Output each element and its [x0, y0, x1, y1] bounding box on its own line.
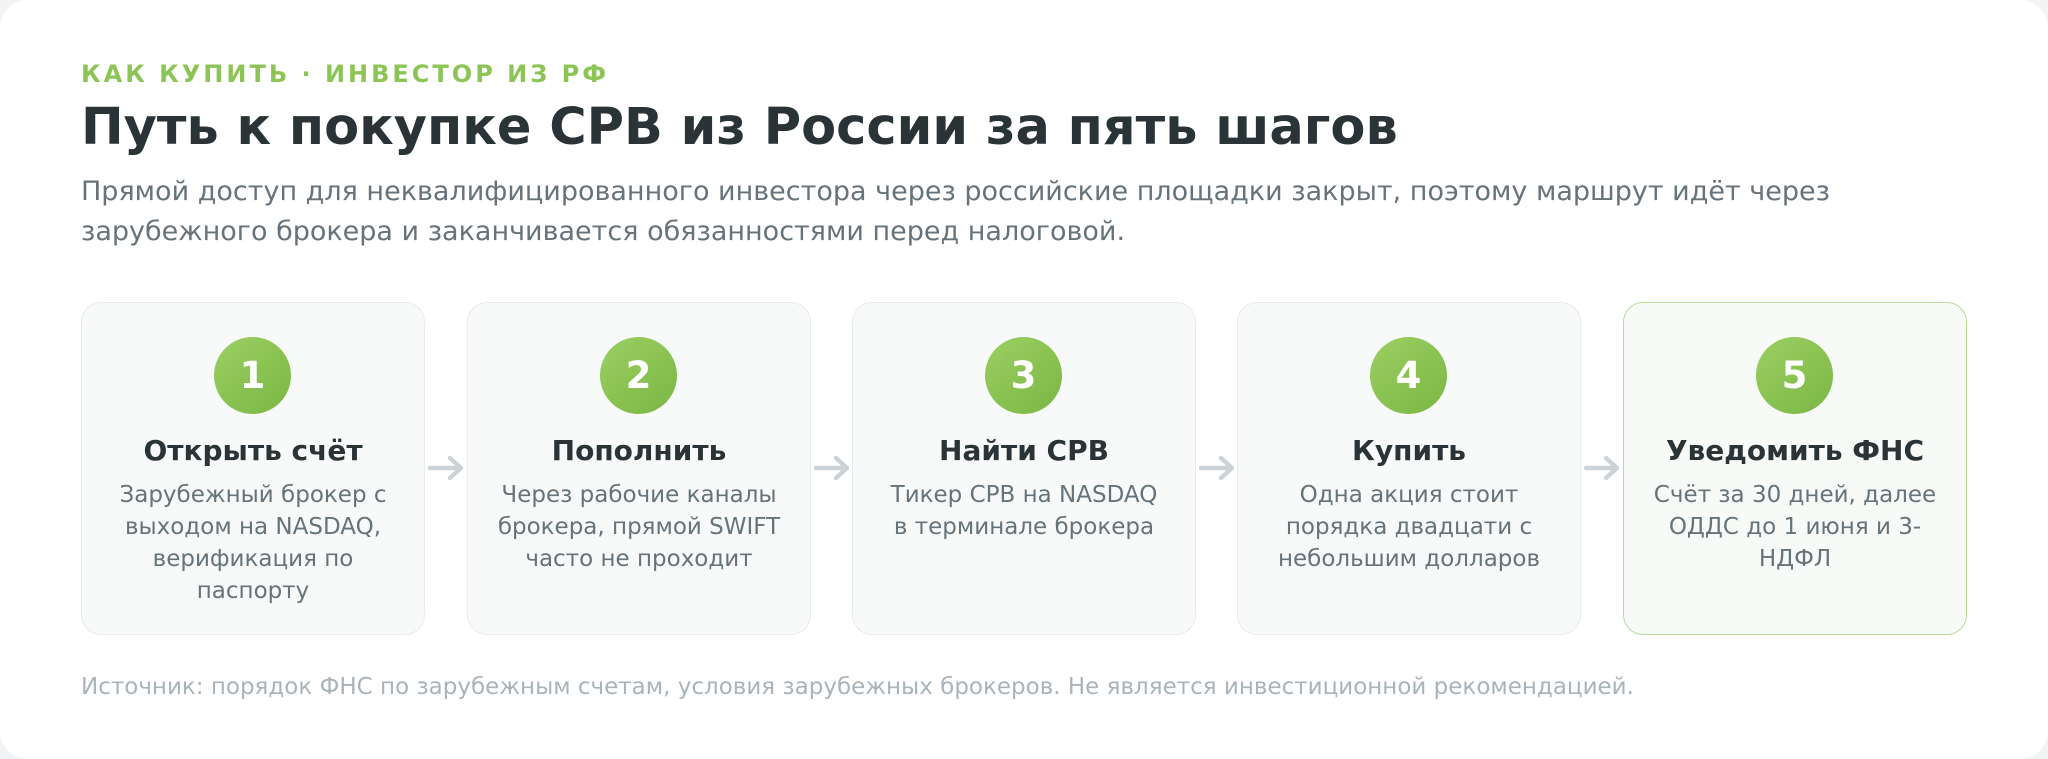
- arrow-right-icon: [1583, 455, 1620, 481]
- step-description: Через рабочие каналы брокера, прямой SWI…: [497, 482, 781, 572]
- step-number-badge: 2: [600, 337, 677, 414]
- step-number-badge: 1: [214, 337, 291, 414]
- step-title: Найти CPB: [939, 434, 1109, 467]
- step-description: Счёт за 30 дней, далее ОДДС до 1 июня и …: [1653, 482, 1937, 572]
- page-title: Путь к покупке CPB из России за пять шаг…: [81, 98, 1398, 157]
- step-title: Открыть счёт: [143, 434, 363, 467]
- lead-paragraph: Прямой доступ для неквалифицированного и…: [81, 176, 1830, 247]
- step-card-3: 3 Найти CPB Тикер CPB на NASDAQ в термин…: [852, 302, 1196, 635]
- arrow-right-icon: [1198, 455, 1235, 481]
- step-description: Одна акция стоит порядка двадцати с небо…: [1277, 482, 1541, 572]
- step-card-2: 2 Пополнить Через рабочие каналы брокера…: [467, 302, 811, 635]
- step-number-badge: 5: [1756, 337, 1833, 414]
- step-title: Уведомить ФНС: [1665, 434, 1925, 467]
- eyebrow-label: КАК КУПИТЬ · ИНВЕСТОР ИЗ РФ: [81, 60, 610, 88]
- step-title: Купить: [1351, 434, 1467, 467]
- step-card-1: 1 Открыть счёт Зарубежный брокер с выход…: [81, 302, 425, 635]
- step-card-5: 5 Уведомить ФНС Счёт за 30 дней, далее О…: [1623, 302, 1967, 635]
- step-number-badge: 3: [985, 337, 1062, 414]
- steps-flow: 1 Открыть счёт Зарубежный брокер с выход…: [81, 302, 1968, 635]
- step-card-4: 4 Купить Одна акция стоит порядка двадца…: [1237, 302, 1581, 635]
- step-description: Зарубежный брокер с выходом на NASDAQ, в…: [119, 482, 387, 604]
- step-title: Пополнить: [551, 434, 727, 467]
- step-number-badge: 4: [1370, 337, 1447, 414]
- step-description: Тикер CPB на NASDAQ в терминале брокера: [890, 482, 1158, 540]
- arrow-right-icon: [427, 455, 464, 481]
- source-note: Источник: порядок ФНС по зарубежным счет…: [81, 674, 1634, 700]
- arrow-right-icon: [813, 455, 850, 481]
